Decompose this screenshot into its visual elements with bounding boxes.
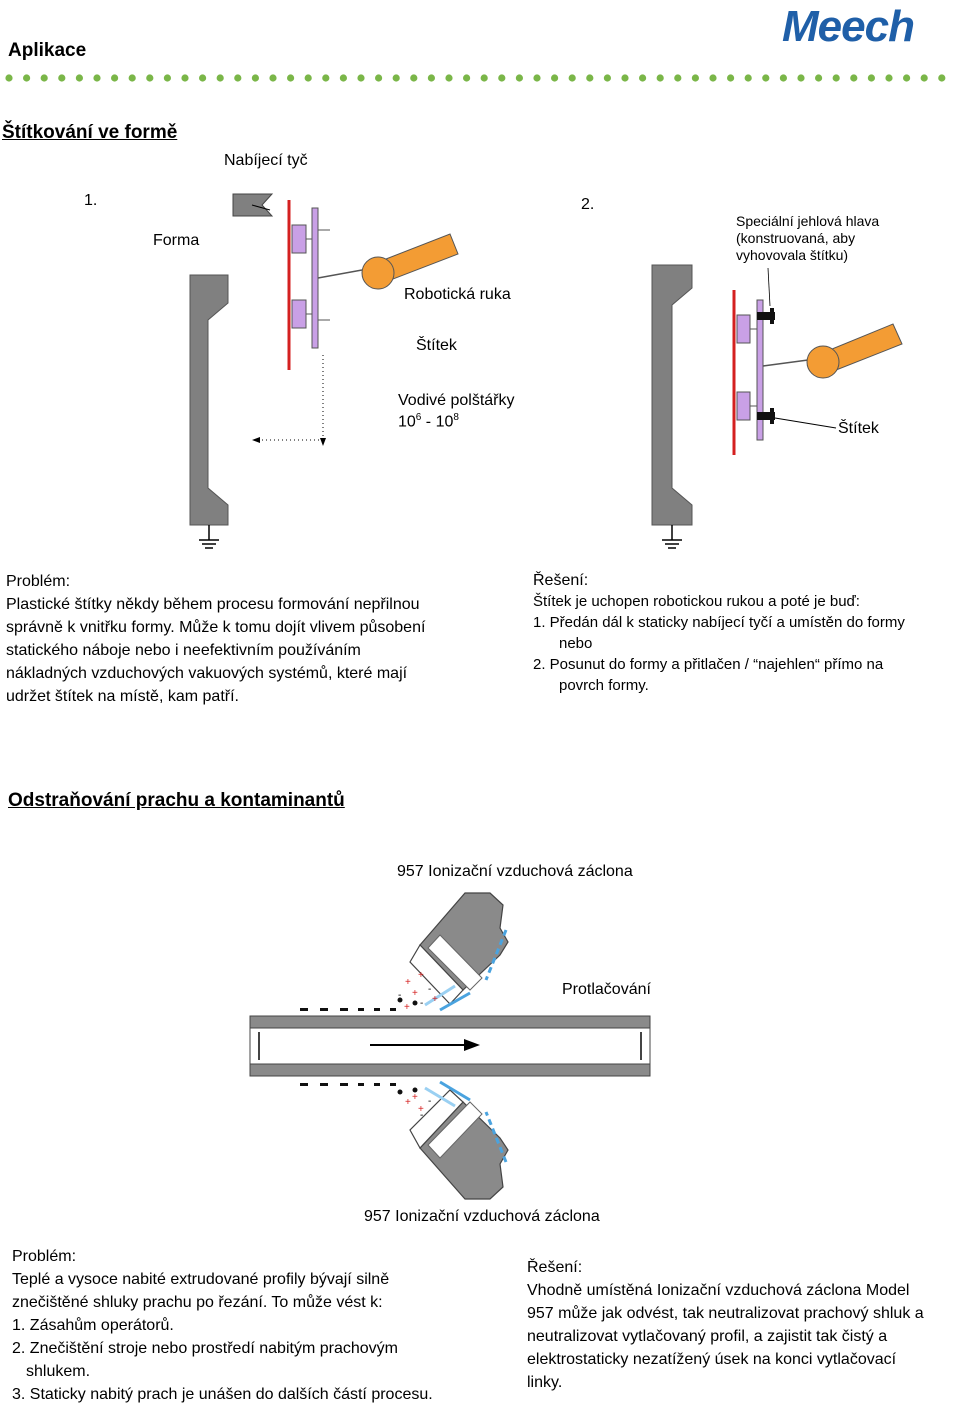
section-title-dust: Odstraňování prachu a kontaminantů [8,790,345,811]
dust-streak-top [300,1008,396,1011]
mould-1 [189,274,229,526]
ground-symbol-2 [662,525,682,549]
air-curtain-bottom [409,1080,509,1200]
svg-text:+: + [405,1097,411,1108]
conductive-pads-label: Vodivé polštářky [398,392,515,409]
svg-text:-: - [420,1110,423,1121]
svg-text:+: + [418,1104,424,1115]
air-curtain-top [409,892,509,1012]
pads-range-label: 106 - 108 [398,412,459,431]
dust-streak-bottom [300,1083,396,1086]
svg-text:-: - [420,998,423,1009]
svg-text:-: - [428,984,431,995]
svg-text:+: + [432,994,438,1005]
charging-bar-label: Nabíjecí tyč [224,152,308,169]
robot-arm-label: Robotická ruka [404,286,511,303]
air-curtain-label-top: 957 Ionizační vzduchová záclona [397,863,633,880]
extrusion-profile [249,1015,651,1077]
svg-text:-: - [428,1096,431,1107]
step-2-label: 2. [581,196,595,213]
dust-particles-bottom: ++ -+ -- [397,1087,431,1121]
svg-text:+: + [412,1092,418,1103]
needle-head-1 [757,308,775,324]
solution-block-1: Řešení: Štítek je uchopen robotickou ruk… [533,572,905,694]
air-curtain-label-bottom: 957 Ionizační vzduchová záclona [364,1208,600,1225]
section-title-labelling: Štítkování ve formě [2,122,178,143]
svg-text:+: + [418,970,424,981]
needle-head-label: Speciální jehlová hlava (konstruovaná, a… [736,213,880,263]
robot-joint-1 [361,256,395,290]
robot-joint-2 [806,345,840,379]
solution-block-2: Řešení: Vhodně umístěná Ionizační vzduch… [527,1259,924,1391]
meech-logo: Meech [782,2,915,51]
ground-symbol-1 [199,525,219,549]
svg-text:+: + [405,977,411,988]
dotted-divider [5,74,946,82]
label-callout-2: Štítek [838,420,879,437]
in-mould-labelling-diagram [189,193,903,549]
page-title: Aplikace [8,40,87,61]
label-callout-1: Štítek [416,337,457,354]
dust-particles-top: ++ -+ -+ -+ [397,970,438,1013]
mould-2 [651,264,693,526]
needle-head-2 [757,408,775,424]
svg-text:-: - [398,990,401,1001]
extrusion-label: Protlačování [562,981,651,998]
problem-block-1: Problém: Plastické štítky někdy během pr… [6,573,426,705]
pad-holder-2 [756,299,764,441]
mould-label: Forma [153,232,200,249]
svg-text:+: + [412,988,418,999]
svg-text:+: + [404,1002,410,1013]
step-1-label: 1. [84,192,98,209]
problem-block-2: Problém: Teplé a vysoce nabité extrudova… [12,1248,433,1403]
